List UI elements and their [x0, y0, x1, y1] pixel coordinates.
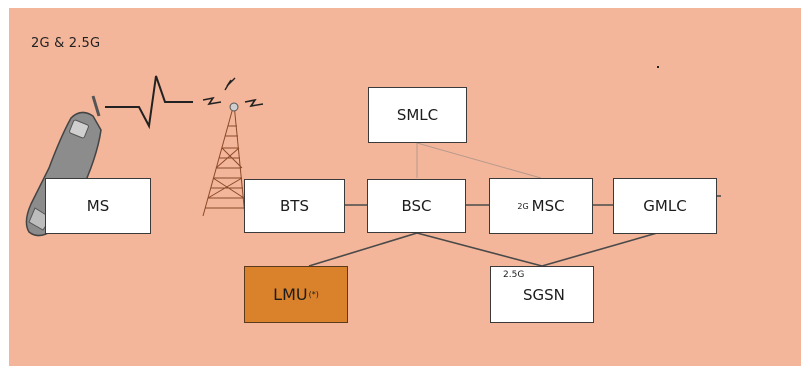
bts-node: BTS [244, 179, 345, 233]
msc-prefix: 2G [517, 201, 529, 211]
gmlc-label: GMLC [643, 197, 687, 215]
stray-dot [657, 66, 659, 68]
bts-label: BTS [280, 197, 309, 215]
ms-node: MS [45, 178, 151, 234]
link-gmlc-sgsn [541, 232, 658, 267]
smlc-node: SMLC [368, 87, 467, 143]
link-bsc-sgsn [416, 232, 543, 267]
diagram-title: 2G & 2.5G [31, 36, 101, 51]
bsc-label: BSC [401, 197, 432, 215]
bsc-node: BSC [367, 179, 466, 233]
ms-label: MS [86, 197, 110, 215]
gmlc-node: GMLC [613, 178, 717, 234]
sgsn-label: SGSN [523, 286, 565, 304]
sgsn-prefix: 2.5G [503, 270, 525, 280]
diagram-panel: 2G & 2.5G [9, 8, 801, 366]
lmu-label: LMU [273, 285, 308, 304]
link-bsc-lmu [308, 232, 418, 267]
smlc-label: SMLC [396, 106, 439, 124]
radio-wave-icon [105, 75, 264, 130]
msc-label: MSC [531, 197, 565, 215]
lmu-node: LMU (*) [244, 266, 348, 323]
connection-lines [308, 142, 721, 267]
lmu-footnote-mark: (*) [308, 290, 319, 299]
antenna-tower-icon [202, 102, 246, 217]
sgsn-node: 2.5G SGSN [490, 266, 594, 323]
link-smlc-msc [416, 142, 542, 179]
msc-node: 2G MSC [489, 178, 593, 234]
